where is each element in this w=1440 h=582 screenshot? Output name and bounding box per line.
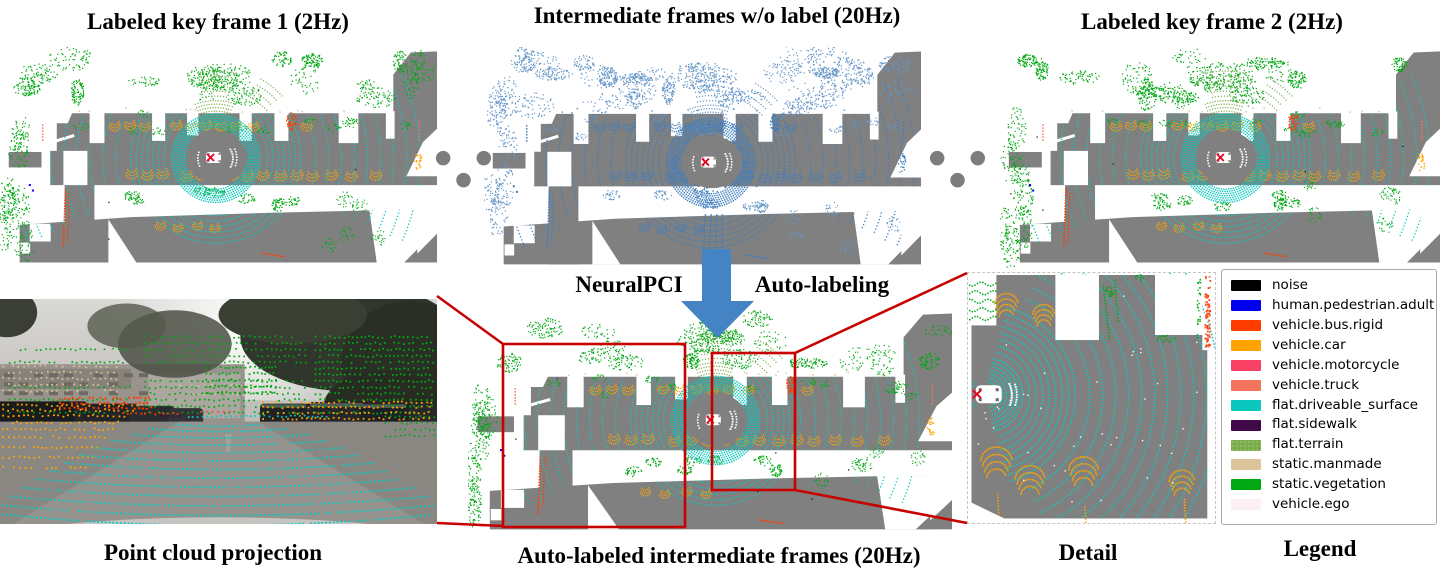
legend-item: human.pedestrian.adult (1228, 296, 1436, 316)
panel-point-cloud-projection (0, 299, 437, 524)
legend-swatch-flat.terrain (1231, 439, 1261, 451)
legend-swatch-human.pedestrian.adult (1231, 300, 1261, 312)
legend-label: vehicle.bus.rigid (1272, 316, 1384, 333)
label-neuralpci: NeuralPCI (575, 272, 683, 297)
panel-labeled-key-frame-1 (0, 47, 437, 268)
legend-swatch-static.vegetation (1231, 479, 1261, 491)
legend-item: vehicle.ego (1228, 495, 1436, 515)
panel-auto-labeled-frames (468, 309, 952, 535)
legend-label: static.manmade (1272, 456, 1382, 473)
legend-item: static.vegetation (1228, 475, 1436, 495)
legend-swatch-vehicle.motorcycle (1231, 360, 1261, 371)
legend-swatch-flat.sidewalk (1231, 419, 1261, 431)
legend-label: human.pedestrian.adult (1272, 297, 1435, 314)
title-key-frame-1: Labeled key frame 1 (2Hz) (87, 9, 349, 34)
panel-labeled-key-frame-2 (1000, 47, 1440, 268)
legend-label: flat.terrain (1272, 436, 1344, 453)
legend-label: vehicle.car (1272, 336, 1346, 353)
legend-swatch-vehicle.truck (1231, 379, 1261, 391)
legend-swatch-vehicle.ego (1231, 499, 1261, 511)
panel-detail-zoom (967, 272, 1216, 524)
caption-legend: Legend (1283, 536, 1357, 561)
legend-label: flat.sidewalk (1272, 416, 1357, 433)
caption-projection: Point cloud projection (103, 540, 323, 565)
legend-label: vehicle.ego (1272, 495, 1350, 512)
legend-label: vehicle.truck (1272, 376, 1360, 393)
legend-label: static.vegetation (1272, 476, 1386, 493)
label-auto-labeling: Auto-labeling (754, 272, 890, 297)
legend-swatch-noise (1231, 280, 1261, 292)
ellipsis-dots-icon: ● ● ● (434, 146, 502, 190)
legend-item: vehicle.car (1228, 336, 1436, 356)
legend-item: noise (1228, 276, 1436, 296)
title-key-frame-2: Labeled key frame 2 (2Hz) (1081, 9, 1343, 34)
legend-swatch-vehicle.car (1231, 340, 1261, 352)
legend-swatch-static.manmade (1231, 459, 1261, 471)
legend-item: vehicle.bus.rigid (1228, 316, 1436, 336)
legend-items: noise human.pedestrian.adult vehicle.bus.r… (1228, 276, 1436, 515)
caption-auto-labeled: Auto-labeled intermediate frames (20Hz) (517, 543, 921, 568)
legend-label: vehicle.motorcycle (1272, 356, 1400, 373)
legend-item: vehicle.truck (1228, 375, 1436, 395)
panel-intermediate-frames-unlabeled (484, 47, 921, 270)
legend-label: noise (1272, 277, 1308, 294)
legend-item: flat.sidewalk (1228, 415, 1436, 435)
ellipsis-dots-icon: ● ● ● (928, 146, 996, 190)
title-intermediate: Intermediate frames w/o label (20Hz) (533, 3, 901, 28)
legend-box: noise human.pedestrian.adult vehicle.bus.r… (1221, 269, 1437, 525)
caption-detail: Detail (1058, 540, 1118, 565)
legend-item: static.manmade (1228, 455, 1436, 475)
legend-item: flat.terrain (1228, 435, 1436, 455)
legend-swatch-flat.driveable_surface (1231, 399, 1261, 411)
legend-item: flat.driveable_surface (1228, 395, 1436, 415)
legend-label: flat.driveable_surface (1272, 396, 1419, 413)
legend-swatch-vehicle.bus.rigid (1231, 320, 1261, 332)
legend-item: vehicle.motorcycle (1228, 356, 1436, 376)
